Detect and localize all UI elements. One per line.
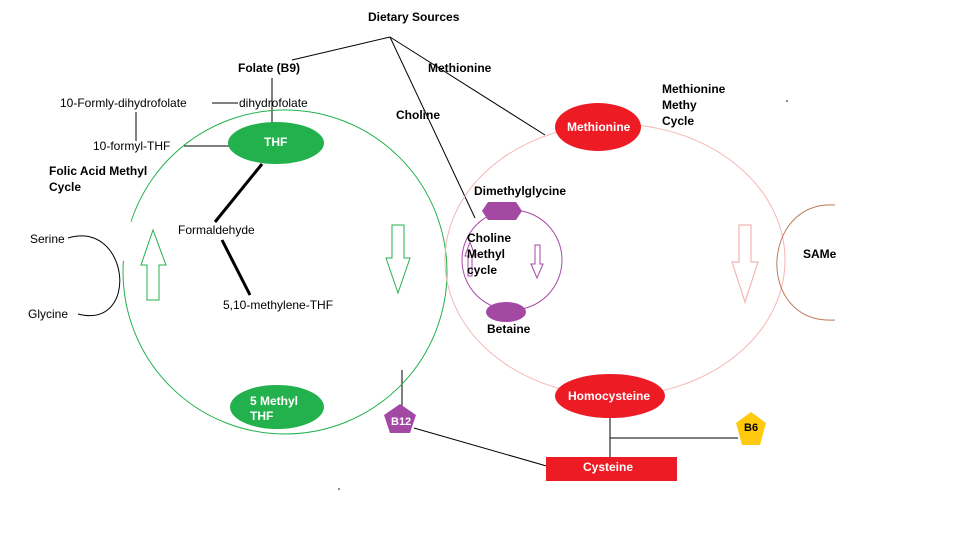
thf-formaldehyde-link	[213, 163, 264, 223]
thf-label: THF	[264, 135, 287, 149]
b6-label: B6	[744, 422, 758, 434]
glycine-label: Glycine	[28, 307, 68, 321]
homocysteine-node-label: Homocysteine	[568, 389, 650, 403]
methyl-thf-label-2: THF	[250, 409, 273, 423]
methionine-cycle-label-3: Cycle	[662, 114, 694, 128]
methyl-thf-node	[230, 385, 324, 429]
same-label: SAMe	[803, 247, 837, 261]
choline-source-label: Choline	[396, 108, 440, 122]
folate-up-arrow	[140, 228, 167, 301]
homocysteine-node	[555, 374, 665, 418]
choline-up-arrow	[464, 240, 476, 277]
betaine-node	[486, 302, 526, 322]
ten-formyl-dihydrofolate-label: 10-Formly-dihydrofolate	[60, 96, 187, 110]
ten-formyl-thf-label: 10-formyl-THF	[93, 139, 170, 153]
folate-source-label: Folate (B9)	[238, 61, 300, 75]
methionine-node-label: Methionine	[567, 120, 631, 134]
choline-cycle-label-3: cycle	[467, 263, 497, 277]
cysteine-node	[546, 457, 677, 481]
formaldehyde-label: Formaldehyde	[178, 223, 255, 237]
connector-to-choline	[389, 36, 476, 219]
connector-to-folate	[291, 36, 391, 61]
serine-glycine-arc	[67, 235, 121, 317]
b6-node	[736, 412, 766, 445]
stray-dot	[338, 488, 340, 490]
methionine-source-label: Methionine	[428, 61, 492, 75]
methionine-cycle-label-1: Methionine	[662, 82, 726, 96]
folate-cycle-label-2: Cycle	[49, 180, 81, 194]
methionine-cycle-label-2: Methy	[662, 98, 697, 112]
stray-dot	[786, 100, 788, 102]
cysteine-label: Cysteine	[583, 460, 633, 474]
choline-cycle-label-1: Choline	[467, 231, 511, 245]
dimethylglycine-label: Dimethylglycine	[474, 184, 566, 198]
folate-down-arrow	[385, 224, 411, 295]
thf-node	[228, 122, 324, 164]
methyl-thf-label-1: 5 Methyl	[250, 394, 298, 408]
b12-label: B12	[391, 416, 411, 428]
dihydrofolate-label: dihydrofolate	[239, 96, 308, 110]
methylene-thf-label: 5,10-methylene-THF	[223, 298, 333, 312]
choline-cycle-label-2: Methyl	[467, 247, 505, 261]
source-connectors	[135, 36, 738, 468]
same-arc	[776, 204, 836, 321]
serine-label: Serine	[30, 232, 65, 246]
methionine-node	[555, 103, 641, 151]
choline-down-arrow	[530, 244, 544, 280]
betaine-label: Betaine	[487, 322, 531, 336]
connector-b12-cysteine	[413, 427, 551, 468]
methionine-down-arrow	[731, 224, 759, 304]
dimethylglycine-node	[482, 202, 522, 220]
dietary-sources-title: Dietary Sources	[368, 10, 460, 24]
folate-cycle-ring	[122, 109, 448, 435]
formaldehyde-methylene-link	[220, 239, 252, 296]
folate-cycle-label-1: Folic Acid Methyl	[49, 164, 147, 178]
connector-to-methionine	[389, 36, 546, 136]
b12-node	[384, 404, 416, 433]
